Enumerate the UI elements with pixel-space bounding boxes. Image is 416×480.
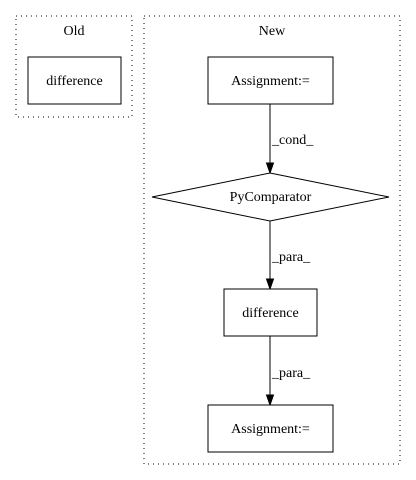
node-new-difference-box	[223, 288, 318, 337]
cluster-new-border	[143, 15, 401, 465]
cluster-old-title: Old	[64, 24, 85, 39]
edge-para-2-arrowhead	[265, 394, 275, 407]
edge-para-1: _para_	[265, 221, 311, 291]
node-assignment-top-label: Assignment:=	[231, 74, 310, 89]
edge-para-1-arrowhead	[265, 278, 275, 291]
cluster-new-title: New	[259, 24, 286, 39]
node-assignment-bottom-box	[207, 404, 334, 453]
edge-para-2-label: _para_	[271, 366, 311, 381]
node-old-difference-label: difference	[46, 74, 102, 89]
edge-cond-label: _cond_	[271, 133, 314, 148]
node-new-difference: difference	[223, 288, 318, 337]
node-py-comparator: PyComparator	[151, 172, 390, 222]
cluster-old: Old	[15, 15, 133, 118]
edge-cond: _cond_	[265, 104, 314, 175]
node-new-difference-label: difference	[242, 306, 298, 321]
cluster-old-border	[15, 15, 133, 118]
node-old-difference: difference	[27, 56, 122, 105]
cluster-new: New	[143, 15, 401, 465]
node-py-comparator-label: PyComparator	[230, 190, 312, 205]
node-old-difference-box	[27, 56, 122, 105]
node-assignment-top: Assignment:=	[207, 56, 334, 105]
node-assignment-bottom: Assignment:=	[207, 404, 334, 453]
edge-para-1-label: _para_	[271, 250, 311, 265]
node-assignment-bottom-label: Assignment:=	[231, 422, 310, 437]
edge-para-2: _para_	[265, 336, 311, 407]
edge-cond-arrowhead	[265, 162, 275, 175]
